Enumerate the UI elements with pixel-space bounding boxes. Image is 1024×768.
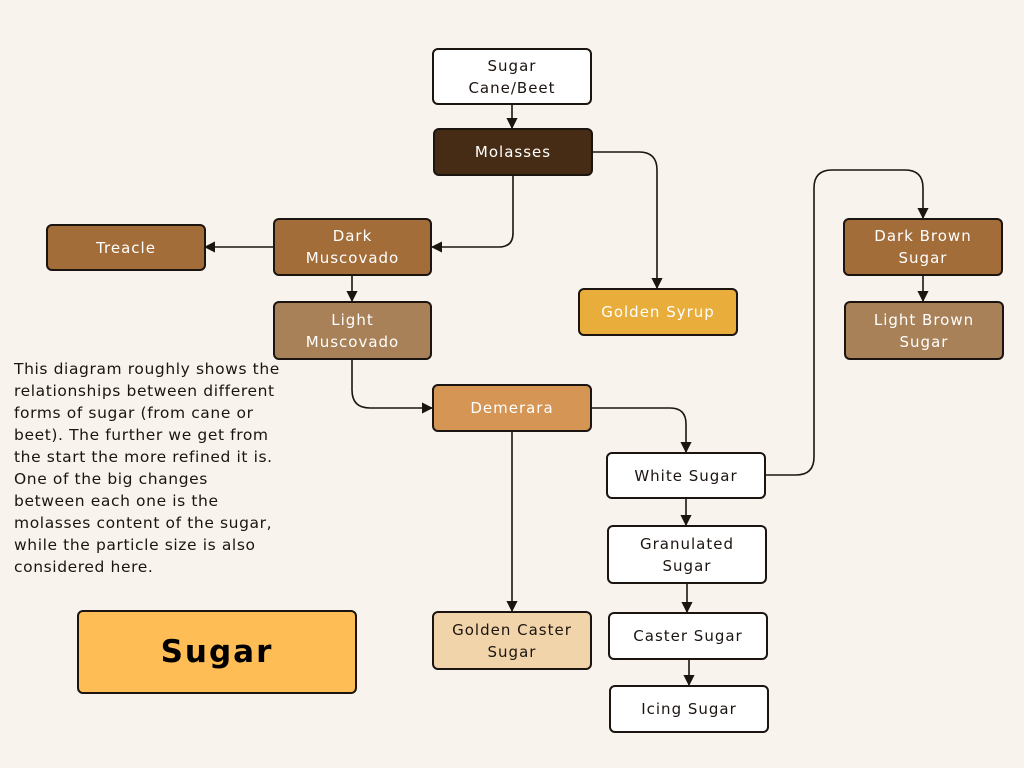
edge-white-sugar-to-dark-brown-sugar xyxy=(766,169,929,476)
node-demerara: Demerara xyxy=(432,384,592,432)
node-label: Treacle xyxy=(96,238,156,257)
node-label: Light Muscovado xyxy=(305,310,400,351)
edge-molasses-to-dark-muscovado xyxy=(430,176,514,253)
node-label: Caster Sugar xyxy=(633,627,743,645)
node-caster-sugar: Caster Sugar xyxy=(608,612,768,660)
node-icing-sugar: Icing Sugar xyxy=(609,685,769,733)
node-golden-syrup: Golden Syrup xyxy=(578,288,738,336)
diagram-title: Sugar xyxy=(160,634,274,670)
node-label: Golden Caster Sugar xyxy=(452,620,572,661)
node-label: Granulated Sugar xyxy=(640,534,734,575)
node-label: Light Brown Sugar xyxy=(873,310,975,351)
node-label: Dark Brown Sugar xyxy=(874,227,972,267)
node-label: Dark Muscovado xyxy=(305,227,400,267)
node-treacle: Treacle xyxy=(46,224,206,271)
node-golden-caster-sugar: Golden Caster Sugar xyxy=(432,611,592,670)
node-light-brown-sugar: Light Brown Sugar xyxy=(844,301,1004,360)
node-label: Icing Sugar xyxy=(641,700,737,718)
edge-molasses-to-golden-syrup xyxy=(592,151,663,290)
node-label: Demerara xyxy=(470,399,554,417)
node-granulated-sugar: Granulated Sugar xyxy=(607,525,767,584)
node-dark-brown-sugar: Dark Brown Sugar xyxy=(843,218,1003,276)
diagram-description: This diagram roughly shows the relations… xyxy=(14,360,280,576)
node-white-sugar: White Sugar xyxy=(606,452,766,499)
node-label: Molasses xyxy=(474,143,552,161)
node-light-muscovado: Light Muscovado xyxy=(273,301,432,360)
node-molasses: Molasses xyxy=(433,128,593,176)
title-box: Sugar xyxy=(77,610,357,694)
node-dark-muscovado: Dark Muscovado xyxy=(273,218,432,276)
edge-light-muscovado-to-demerara xyxy=(351,360,434,414)
node-label: Golden Syrup xyxy=(601,303,715,321)
node-label: Sugar Cane/Beet xyxy=(468,56,556,97)
node-sugar-cane-beet: Sugar Cane/Beet xyxy=(432,48,592,105)
node-label: White Sugar xyxy=(634,466,738,485)
edge-demerara-to-white-sugar xyxy=(591,407,692,454)
